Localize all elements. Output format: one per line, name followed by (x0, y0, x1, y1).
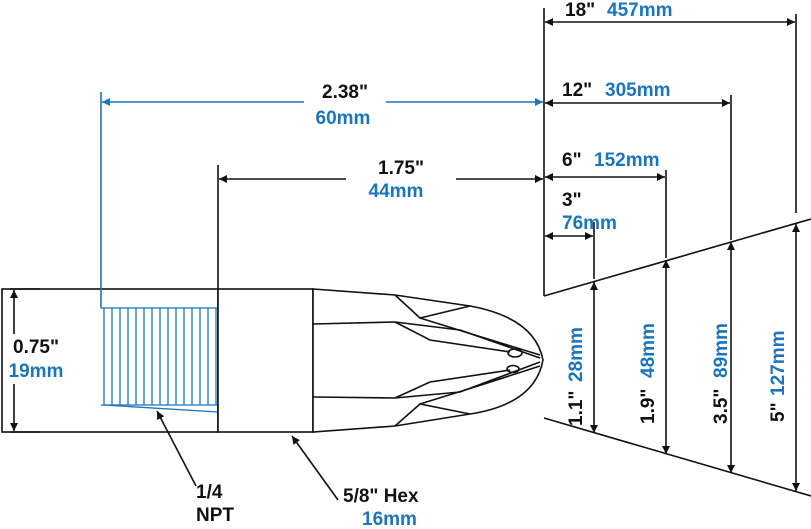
width-5-mm: 127mm (768, 331, 789, 397)
spray-width-1-9: 1.9" 48mm (638, 260, 670, 454)
pipe-diameter-mm: 19mm (9, 361, 64, 382)
nozzle-length-in: 1.75" (378, 158, 424, 179)
width-1-1-in: 1.1" (566, 391, 587, 426)
overall-length-mm: 60mm (316, 108, 371, 129)
hex-size: 5/8" Hex (343, 486, 419, 507)
spray-width-3-5: 3.5" 89mm (711, 242, 735, 473)
pipe-diameter-dimension: 0.75" 19mm (9, 290, 64, 431)
orifice-upper (507, 348, 523, 358)
tip-facets (312, 294, 541, 427)
distance-3-mm: 76mm (562, 213, 617, 234)
nozzle-body (1, 288, 544, 433)
spray-distance-18: 18" 457mm (545, 0, 795, 26)
spray-edge-upper (543, 218, 811, 297)
pipe-diameter-in: 0.75" (13, 337, 59, 358)
hex-callout: 5/8" Hex 16mm (291, 435, 419, 529)
spray-edge-lower (543, 417, 811, 497)
hex-section (217, 288, 314, 433)
width-3-5-in: 3.5" (711, 389, 732, 424)
distance-18-mm: 457mm (607, 0, 673, 21)
spray-width-1-1: 1.1" 28mm (566, 282, 598, 433)
distance-6-mm: 152mm (594, 150, 660, 171)
nozzle-tip (312, 288, 544, 433)
spray-distance-3: 3" 76mm (545, 190, 617, 240)
npt-size: 1/4 (196, 482, 223, 503)
nozzle-length-mm: 44mm (369, 181, 424, 202)
width-1-9-in: 1.9" (638, 389, 659, 424)
distance-6-in: 6" (562, 150, 582, 171)
spray-width-5: 5" 127mm (768, 224, 800, 491)
distance-12-in: 12" (562, 80, 592, 101)
nozzle-length-dimension: 1.75" 44mm (219, 158, 543, 202)
spray-distance-6: 6" 152mm (545, 150, 665, 181)
npt-callout: 1/4 NPT (156, 410, 234, 526)
width-5-in: 5" (768, 402, 789, 422)
distance-18-in: 18" (565, 0, 595, 21)
distance-3-in: 3" (562, 190, 582, 211)
distance-12-mm: 305mm (605, 80, 671, 101)
width-1-1-mm: 28mm (566, 327, 587, 382)
pipe-thread-section (1, 288, 219, 433)
hex-size-mm: 16mm (362, 509, 417, 529)
npt-threads (101, 307, 219, 413)
spray-distance-12: 12" 305mm (545, 80, 730, 107)
overall-length-in: 2.38" (322, 82, 368, 103)
extension-lines (10, 8, 797, 433)
width-3-5-mm: 89mm (711, 323, 732, 378)
orifice-lower (506, 364, 520, 374)
width-1-9-mm: 48mm (638, 323, 659, 378)
overall-length-dimension: 2.38" 60mm (102, 82, 543, 129)
npt-label: NPT (196, 505, 234, 526)
